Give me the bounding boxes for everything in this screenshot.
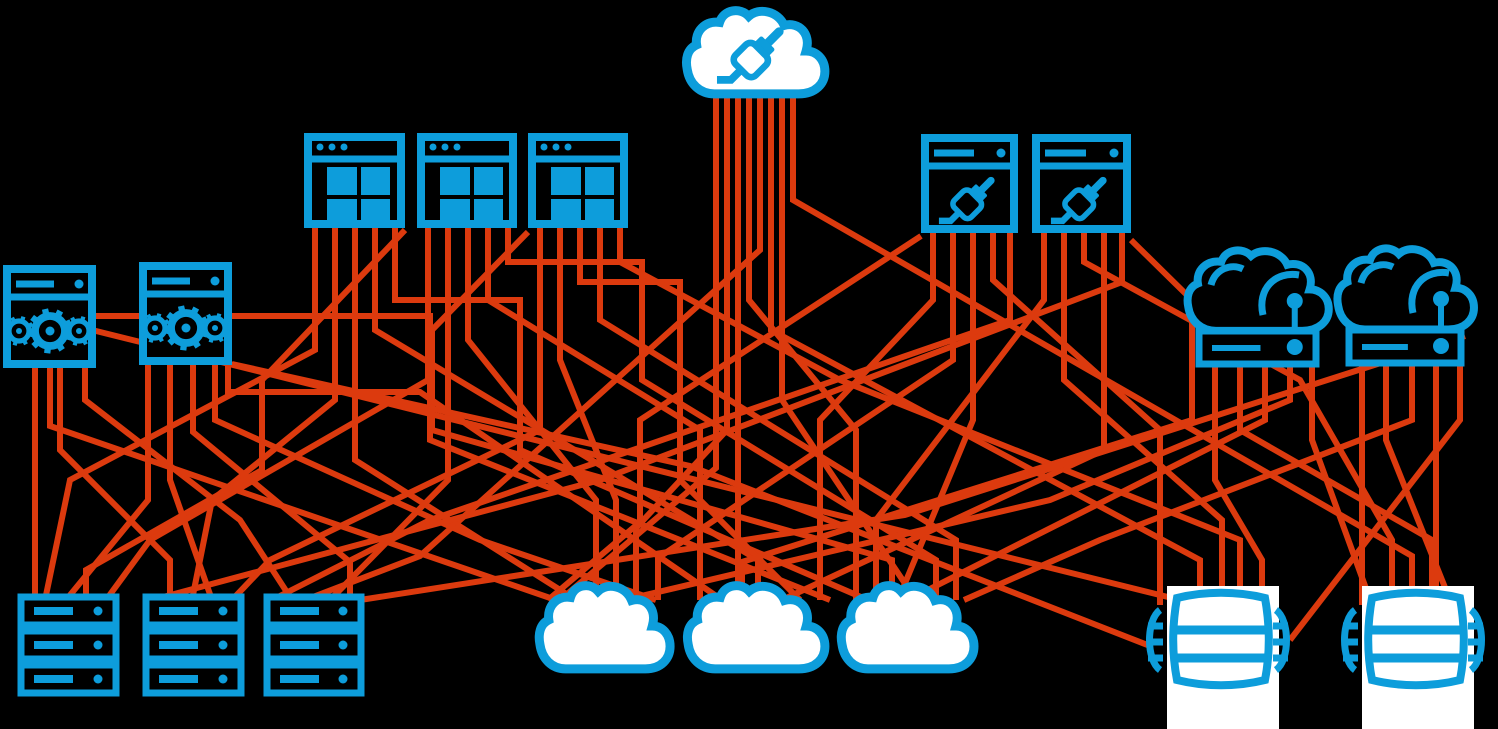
connector-plug-window-icon bbox=[921, 134, 1018, 233]
cloud-server-icon bbox=[1333, 241, 1477, 367]
database-2 bbox=[1328, 586, 1498, 729]
connection-line-app-window-2-to-server-rack-3 bbox=[327, 222, 451, 603]
database-icon bbox=[1341, 586, 1485, 729]
cloud-1 bbox=[535, 578, 673, 675]
connection-line-app-window-3-to-cloud-2 bbox=[577, 222, 803, 603]
connection-line-app-window-2-to-cloud-1 bbox=[465, 222, 599, 600]
server-rack-3 bbox=[263, 593, 365, 697]
connection-line-gear-window-2-to-server-rack-1 bbox=[63, 358, 151, 602]
plug-window-2 bbox=[1032, 134, 1131, 233]
app-grid-window-icon bbox=[304, 133, 405, 228]
connection-line-cloud-server-1-to-database-1 bbox=[1212, 360, 1265, 605]
connection-line-cloud-server-1-to-cloud-3 bbox=[906, 360, 1268, 603]
connection-line-plug-window-1-to-cloud-1 bbox=[655, 226, 956, 600]
connection-line-plug-window-1-to-cloud-2 bbox=[817, 226, 936, 600]
connection-line-cloud-server-2-to-database-2 bbox=[1383, 360, 1455, 607]
cloud-icon bbox=[535, 578, 673, 675]
cloud-icon bbox=[683, 578, 828, 675]
cloud-server-1 bbox=[1183, 243, 1332, 368]
connection-line-plug-window-1-to-server-rack-3 bbox=[270, 226, 1013, 603]
cloud-server-icon bbox=[1183, 243, 1332, 368]
server-rack-2 bbox=[142, 593, 245, 697]
connection-line-gear-window-1-to-server-rack-2 bbox=[57, 362, 173, 600]
connection-line-app-window-2-to-server-rack-1 bbox=[103, 222, 431, 602]
connection-line-plug-window-2-to-cloud-3 bbox=[873, 226, 1047, 600]
connection-line-connector-cloud-to-database-1 bbox=[768, 90, 1203, 605]
plug-window-1 bbox=[921, 134, 1018, 233]
connection-line-app-window-1-to-server-rack-2 bbox=[189, 222, 338, 601]
connection-line-cloud-server-2-to-database-1 bbox=[1287, 360, 1463, 642]
connection-line-cloud-server-1-to-cloud-1 bbox=[623, 360, 1293, 603]
app-grid-window-icon bbox=[528, 133, 628, 228]
connector-plug-window-icon bbox=[1032, 134, 1131, 233]
connection-line-plug-window-2-to-database-2 bbox=[1081, 226, 1395, 605]
connection-line-cloud-server-1-to-database-2 bbox=[1237, 360, 1435, 605]
database-icon bbox=[1146, 586, 1290, 729]
database-1 bbox=[1133, 586, 1303, 729]
server-rack-icon bbox=[263, 593, 365, 697]
connection-line-connector-cloud-to-cloud-1 bbox=[558, 90, 719, 603]
connection-line-plug-window-1-to-cloud-3 bbox=[895, 226, 976, 602]
connection-line-gear-window-2-to-cloud-2 bbox=[225, 358, 724, 603]
server-rack-icon bbox=[142, 593, 245, 697]
connection-line-app-window-1-to-cloud-3 bbox=[392, 222, 870, 603]
app-window-1 bbox=[304, 133, 405, 228]
connection-line-app-window-2-to-cloud-2 bbox=[485, 222, 703, 600]
connection-line-cloud-server-2-to-server-rack-3 bbox=[359, 333, 1466, 603]
connection-line-gear-window-2-to-server-rack-2 bbox=[167, 358, 215, 601]
server-rack-1 bbox=[17, 593, 120, 697]
cloud-server-2 bbox=[1333, 241, 1477, 367]
gear-window-1 bbox=[3, 265, 96, 368]
connection-line-app-window-3-to-cloud-1 bbox=[557, 222, 619, 600]
connection-line-gear-window-1-to-cloud-2 bbox=[96, 313, 832, 603]
cloud-3 bbox=[837, 578, 977, 675]
settings-gears-window-icon bbox=[3, 265, 96, 368]
cloud-2 bbox=[683, 578, 828, 675]
app-window-2 bbox=[417, 133, 517, 228]
connection-line-gear-window-1-to-server-rack-3 bbox=[82, 362, 295, 602]
connection-line-cloud-server-2-to-cloud-3 bbox=[962, 360, 1415, 603]
cloud-plug-icon bbox=[682, 3, 828, 100]
app-window-3 bbox=[528, 133, 628, 228]
connection-line-connector-cloud-to-server-rack-3 bbox=[303, 90, 763, 603]
app-grid-window-icon bbox=[417, 133, 517, 228]
connector-cloud bbox=[682, 3, 828, 100]
server-rack-icon bbox=[17, 593, 120, 697]
gear-window-2 bbox=[139, 262, 232, 365]
connection-line-app-window-3-to-server-rack-2 bbox=[229, 222, 543, 603]
cloud-icon bbox=[837, 578, 977, 675]
connection-line-app-window-1-to-cloud-1 bbox=[352, 222, 578, 603]
settings-gears-window-icon bbox=[139, 262, 232, 365]
connection-line-gear-window-2-to-server-rack-3 bbox=[190, 358, 353, 600]
connection-line-plug-window-2-to-server-rack-2 bbox=[151, 226, 1125, 603]
